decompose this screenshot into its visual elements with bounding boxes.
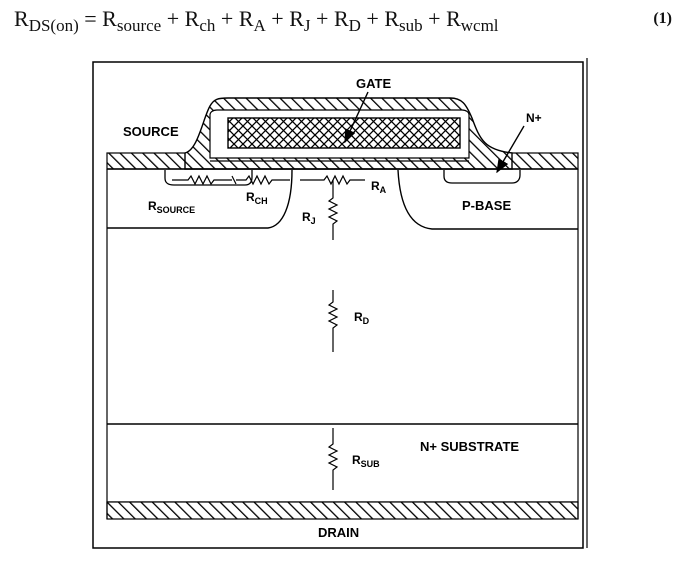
eq-term-main: R <box>184 6 200 31</box>
eq-plus: + <box>265 6 290 31</box>
n-plus-right <box>443 170 521 184</box>
eq-term-sub: D <box>348 16 361 35</box>
eq-term-sub: A <box>253 16 266 35</box>
r-ch-tick <box>231 175 237 185</box>
drain-metal <box>106 501 579 520</box>
eq-plus: + <box>161 6 185 31</box>
eq-lhs: RDS(on) <box>14 6 79 35</box>
r-ch-resistor <box>236 174 290 186</box>
eq-plus: + <box>422 6 447 31</box>
eq-equals: = <box>84 6 103 31</box>
eq-term-main: R <box>289 6 304 31</box>
gate-poly <box>227 117 461 149</box>
r-d-resistor <box>327 290 339 352</box>
label-r-source: RSOURCE <box>148 199 195 215</box>
eq-term-a: RA <box>238 6 266 35</box>
r-a-resistor <box>300 174 365 186</box>
r-sub-resistor <box>327 428 339 490</box>
eq-term-main: R <box>102 6 117 31</box>
eq-lhs-main: R <box>14 6 29 31</box>
label-r-sub: RSUB <box>352 453 380 469</box>
eq-term-sub: ch <box>199 16 216 35</box>
eq-term-main: R <box>446 6 461 31</box>
eq-term-j: RJ <box>289 6 310 35</box>
label-n-plus: N+ <box>526 111 542 125</box>
eq-term-wcml: Rwcml <box>446 6 498 35</box>
label-source: SOURCE <box>123 124 179 139</box>
eq-terms: Rsource + Rch + RA + RJ + RD + Rsub + Rw… <box>102 6 498 35</box>
rdson-equation: RDS(on) = Rsource + Rch + RA + RJ + RD +… <box>14 6 680 46</box>
eq-term-sub: wcml <box>460 16 499 35</box>
eq-term-ch: Rch <box>184 6 216 35</box>
eq-plus: + <box>360 6 385 31</box>
label-r-d: RD <box>354 310 370 326</box>
n-plus-arrow <box>496 125 525 174</box>
p-base-right <box>397 169 578 230</box>
label-r-ch: RCH <box>246 190 268 206</box>
r-source-resistor <box>172 174 232 186</box>
label-p-base: P-BASE <box>462 198 511 213</box>
eq-term-sub: J <box>303 16 311 35</box>
eq-term-sub: source <box>116 16 162 35</box>
eq-term-main: R <box>333 6 349 31</box>
eq-lhs-sub: DS(on) <box>28 16 79 35</box>
label-r-a: RA <box>371 179 387 195</box>
eq-term-sub: sub <box>399 16 423 35</box>
device-outline <box>92 61 584 549</box>
eq-term-sub: Rsub <box>384 6 422 35</box>
gate-arrow <box>344 91 369 144</box>
label-r-j: RJ <box>302 210 316 226</box>
label-gate: GATE <box>356 76 391 91</box>
eq-plus: + <box>215 6 239 31</box>
eq-term-main: R <box>384 6 400 31</box>
eq-term-main: R <box>238 6 254 31</box>
r-j-resistor <box>327 180 339 240</box>
label-n-substrate: N+ SUBSTRATE <box>420 439 519 454</box>
n-plus-left <box>164 170 253 186</box>
eq-term-d: RD <box>333 6 361 35</box>
equation-number: (1) <box>653 10 672 27</box>
eq-plus: + <box>310 6 334 31</box>
label-drain: DRAIN <box>318 525 359 540</box>
eq-term-source: Rsource <box>102 6 161 35</box>
p-base-left <box>107 169 293 229</box>
